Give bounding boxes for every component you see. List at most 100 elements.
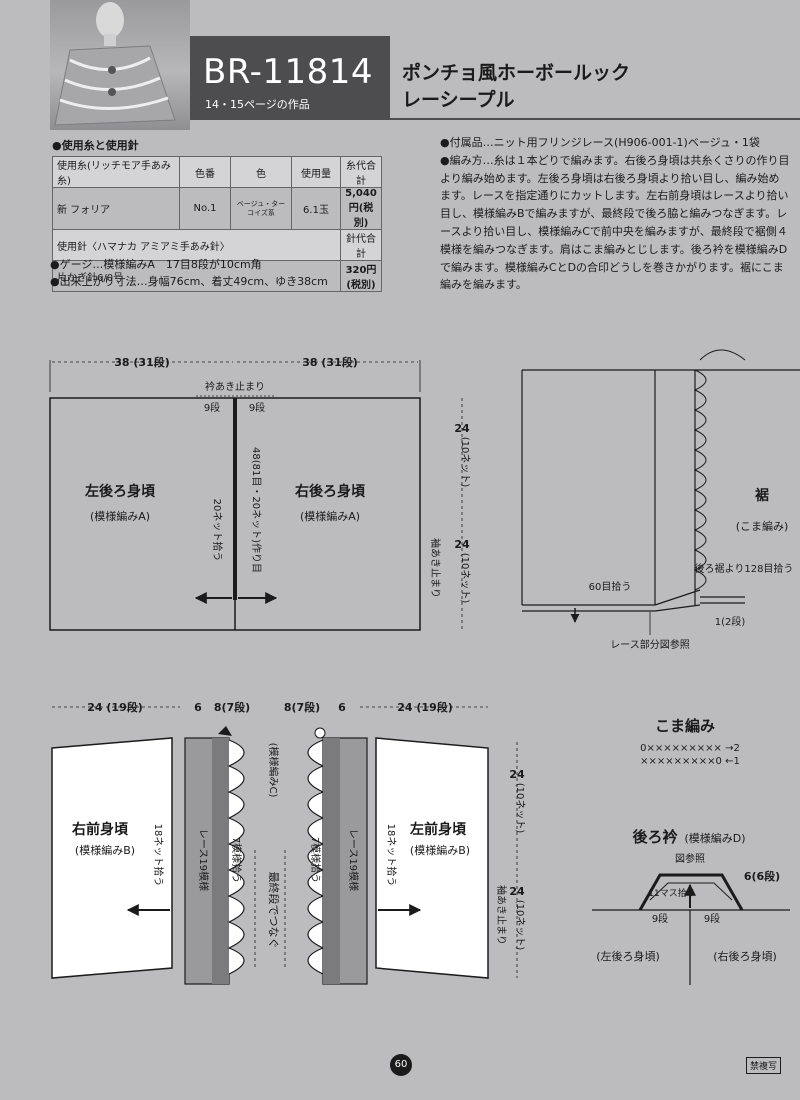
hem-subtitle: (こま編み)	[736, 519, 789, 533]
collar-left-label: (左後ろ身頃)	[596, 949, 660, 963]
hem-title: 裾	[755, 487, 769, 504]
collar-right-rows: 9段	[704, 912, 720, 925]
hem-rows: 1(2段)	[715, 615, 746, 628]
table-cell: 使用量	[291, 156, 341, 188]
center-pickup-label: 20ネット拾う	[211, 499, 224, 562]
accessory-note: ●付属品…ニット用フリンジレース(H906-001-1)ベージュ・1袋	[440, 136, 760, 149]
table-cell: 色	[230, 156, 292, 188]
right-front-label: 右前身頃	[71, 821, 129, 838]
front-panels-diagram: 24 (19段) 6 8(7段) 8(7段) 6 24 (19段) 右前身頃 (…	[51, 700, 526, 985]
left-front-panel	[375, 737, 489, 979]
collar-outline	[638, 873, 744, 911]
right-back-label: 右後ろ身頃	[294, 483, 366, 500]
right-back-sublabel: (模様編みA)	[300, 509, 360, 523]
back-collar-diagram: 後ろ衿 (模様編みD) 図参照 11マス拾う 6(6段) 9段 9段 (左後ろ身…	[592, 828, 790, 985]
table-cell: 糸代合計	[340, 156, 382, 188]
collar-title: 後ろ衿	[631, 828, 677, 846]
gauge-note: ●ゲージ…模様編みA 17目8段が10cm角	[50, 258, 262, 271]
model-photo	[50, 0, 190, 130]
pattern-title-line2: レーシープル	[402, 89, 515, 111]
left-front-label: 左前身頃	[409, 821, 467, 838]
neck-rows-right: 9段	[249, 401, 265, 414]
sleeve-end-label: 袖あき止まり	[429, 538, 442, 598]
table-cell: 320円(税別)	[340, 260, 382, 292]
back-height-bottom-unit: (10ネット)	[459, 553, 471, 604]
table-cell: 片かぎ針6/0号	[52, 260, 341, 292]
header-rule	[390, 118, 800, 120]
pattern-c-right	[307, 739, 325, 975]
left-back-sublabel: (模様編みA)	[90, 509, 150, 523]
collar-pickup: 11マス拾う	[648, 887, 695, 899]
materials-table: 使用糸(リッチモア手あみ糸) 色番 色 使用量 糸代合計 新 フォリア No.1…	[52, 156, 382, 292]
last-row-join-label: 最終段でつなぐ	[267, 872, 281, 949]
front-height-top: 24	[509, 768, 525, 781]
table-cell: 5,040円(税別)	[340, 187, 382, 230]
pickup-7-left: 7模様拾う	[230, 837, 243, 883]
front-sleeve-end-label: 袖あき止まり	[495, 885, 508, 945]
front-dim-6-right: 6	[338, 701, 346, 714]
single-crochet-chart: こま編み 0××××××××× →2 ×××××××××0 ←1	[640, 717, 740, 767]
back-height-top-unit: (10ネット)	[459, 437, 471, 488]
koma-row-1: ×××××××××0 ←1	[640, 756, 740, 767]
front-height-bottom-unit: (10ネット)	[514, 900, 526, 951]
neck-rows-left: 9段	[204, 401, 220, 414]
hem-pickup-60: 60目拾う	[589, 580, 632, 593]
front-dim-width-left: 24 (19段)	[87, 700, 143, 714]
table-cell: 6.1玉	[291, 187, 341, 230]
left-front-sublabel: (模様編みB)	[410, 843, 470, 857]
model-silhouette	[54, 2, 176, 126]
back-height-bottom: 24	[454, 538, 470, 551]
table-cell: 使用針〈ハマナカ アミアミ手あみ針〉	[52, 229, 341, 261]
collar-title-sub: (模様編みD)	[684, 831, 745, 845]
right-front-panel	[51, 737, 173, 979]
front-height-top-unit: (10ネット)	[514, 783, 526, 834]
header-band	[190, 36, 390, 120]
table-cell: 色番	[179, 156, 231, 188]
hem-pickup-back: 後ろ裾より128目拾う	[695, 562, 794, 575]
back-dim-left: 38 (31段)	[114, 355, 170, 369]
collar-right-label: (右後ろ身頃)	[713, 949, 777, 963]
pattern-code: BR-11814	[203, 52, 373, 92]
front-height-bottom: 24	[509, 885, 525, 898]
page-number: 60	[390, 1054, 412, 1076]
front-dim-6-left: 6	[194, 701, 202, 714]
back-body-diagram: 38 (31段) 38 (31段) 衿あき止まり 9段 9段 左後ろ身頃 (模様…	[49, 355, 471, 631]
pages-reference: 14・15ページの作品	[205, 98, 310, 111]
hem-lace-ref: レース部分図参照	[610, 638, 690, 651]
instructions: ●付属品…ニット用フリンジレース(H906-001-1)ベージュ・1袋 ●編み方…	[440, 134, 790, 294]
method-text: ●編み方…糸は１本どりで編みます。右後ろ身頃は共糸くさりの作り目より編み始めます…	[440, 153, 790, 292]
table-cell: 使用糸(リッチモア手あみ糸)	[52, 156, 180, 188]
lace-19-left: レース19模様	[197, 829, 210, 891]
pattern-c-left	[227, 739, 245, 975]
lace-scallop-edge	[693, 369, 707, 591]
neck-end-label: 衿あき止まり	[205, 380, 265, 393]
table-cell: ベージュ・ターコイズ系	[230, 187, 292, 230]
front-dim-8-right: 8(7段)	[284, 700, 320, 714]
table-row: 使用針〈ハマナカ アミアミ手あみ針〉 針代合計	[52, 229, 382, 261]
collar-rows: 6(6段)	[744, 869, 780, 883]
front-dim-8-left: 8(7段)	[214, 700, 250, 714]
pattern-c-label: (模様編みC)	[267, 743, 280, 798]
materials-label: ●使用糸と使用針	[52, 139, 139, 152]
copy-notice: 禁複写	[746, 1057, 782, 1074]
koma-row-2: 0××××××××× →2	[640, 743, 740, 754]
koma-title: こま編み	[655, 717, 715, 735]
hem-diagram: 裾 (こま編み) 後ろ裾より128目拾う 60目拾う 1(2段) レース部分図参…	[521, 349, 800, 651]
table-row: 片かぎ針6/0号 320円(税別)	[52, 260, 382, 292]
collar-left-rows: 9段	[652, 912, 668, 925]
front-dim-width-right: 24 (19段)	[397, 700, 453, 714]
pickup-18-left: 18ネット拾う	[152, 824, 165, 887]
pickup-7-right: 7模様拾う	[309, 837, 322, 883]
pattern-title-line1: ポンチョ風ホーボールック	[402, 62, 631, 84]
collar-ref: 図参照	[675, 852, 705, 865]
back-dim-right: 38 (31段)	[302, 355, 358, 369]
lace-19-right: レース19模様	[347, 829, 360, 891]
table-row: 使用糸(リッチモア手あみ糸) 色番 色 使用量 糸代合計	[52, 156, 382, 188]
center-chain-label: 48(81目・20ネット)作り目	[250, 447, 262, 573]
right-front-sublabel: (模様編みB)	[75, 843, 135, 857]
finished-size-note: ●出来上がり寸法…身幅76cm、着丈49cm、ゆき38cm	[50, 275, 328, 288]
back-height-top: 24	[454, 422, 470, 435]
pickup-18-right: 18ネット拾う	[385, 824, 398, 887]
left-back-label: 左後ろ身頃	[84, 483, 156, 500]
